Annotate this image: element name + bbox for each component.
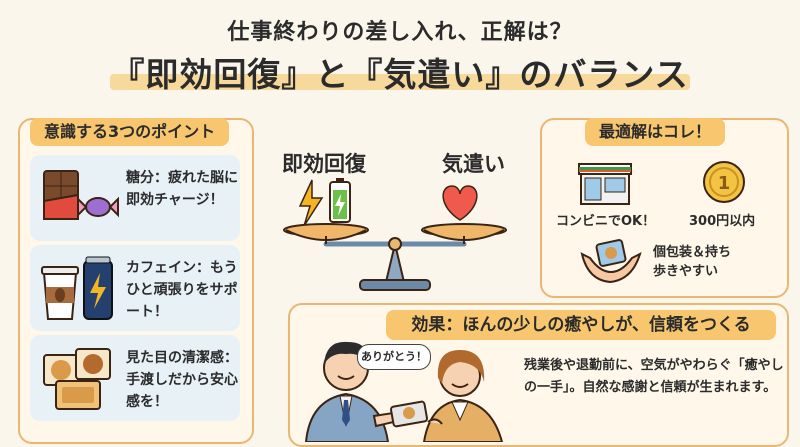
point-text-clean: 見た目の清潔感：手渡しだから安心感を！ (126, 350, 238, 410)
point-card-clean: 見た目の清潔感：手渡しだから安心感を！ (30, 335, 240, 421)
hands-package-icon (580, 239, 642, 284)
title-line1: 仕事終わりの差し入れ、正解は？ (227, 20, 573, 45)
gift-hand-off (372, 400, 429, 428)
man-figure (304, 341, 390, 442)
bottom-description: 残業後や退勤前に、空気がやわらぐ「癒やしの一手」。自然な感謝と信頼が生まれます。 (524, 358, 784, 395)
right-panel (540, 118, 789, 298)
label-consideration: 気遣い (442, 152, 505, 176)
heart-icon (442, 185, 478, 221)
bottom-heading: 効果：ほんの少しの癒やしが、信頼をつくる (386, 310, 776, 340)
item-label-package: 個包装＆持ち歩きやすい (653, 245, 732, 279)
item-label-store: コンビニでOK！ (556, 214, 656, 229)
point-card-caffeine: カフェイン：もうひと頑張りをサポート！ (30, 245, 240, 331)
point-text-sugar: 糖分：疲れた脳に即効チャージ！ (126, 170, 238, 208)
right-heading: 最適解はコレ！ (585, 118, 726, 146)
coin-icon: 1 (703, 161, 745, 203)
battery-bolt-icon (298, 178, 351, 227)
title-line2: 『即効回復』と『気遣い』のバランス (111, 55, 689, 94)
point-text-caffeine: カフェイン：もうひと頑張りをサポート！ (126, 260, 238, 320)
coffee-energy-drink-icon (41, 256, 113, 320)
handing-gift-illustration (304, 341, 504, 442)
item-label-price: 300円以内 (689, 214, 756, 229)
cookie-packs-icon (43, 348, 111, 410)
title-highlight (110, 74, 690, 90)
woman-figure (422, 350, 504, 442)
balance-scale-illustration (283, 178, 507, 291)
point-card-sugar: 糖分：疲れた脳に即効チャージ！ (30, 155, 240, 241)
convenience-store-icon (578, 163, 632, 205)
coin-symbol: 1 (718, 173, 731, 194)
chocolate-candy-icon (43, 170, 119, 220)
speech-bubble: ありがとう！ (357, 344, 431, 370)
left-heading: 意識する3つのポイント (30, 118, 230, 146)
label-quick-recovery: 即効回復 (282, 152, 366, 176)
